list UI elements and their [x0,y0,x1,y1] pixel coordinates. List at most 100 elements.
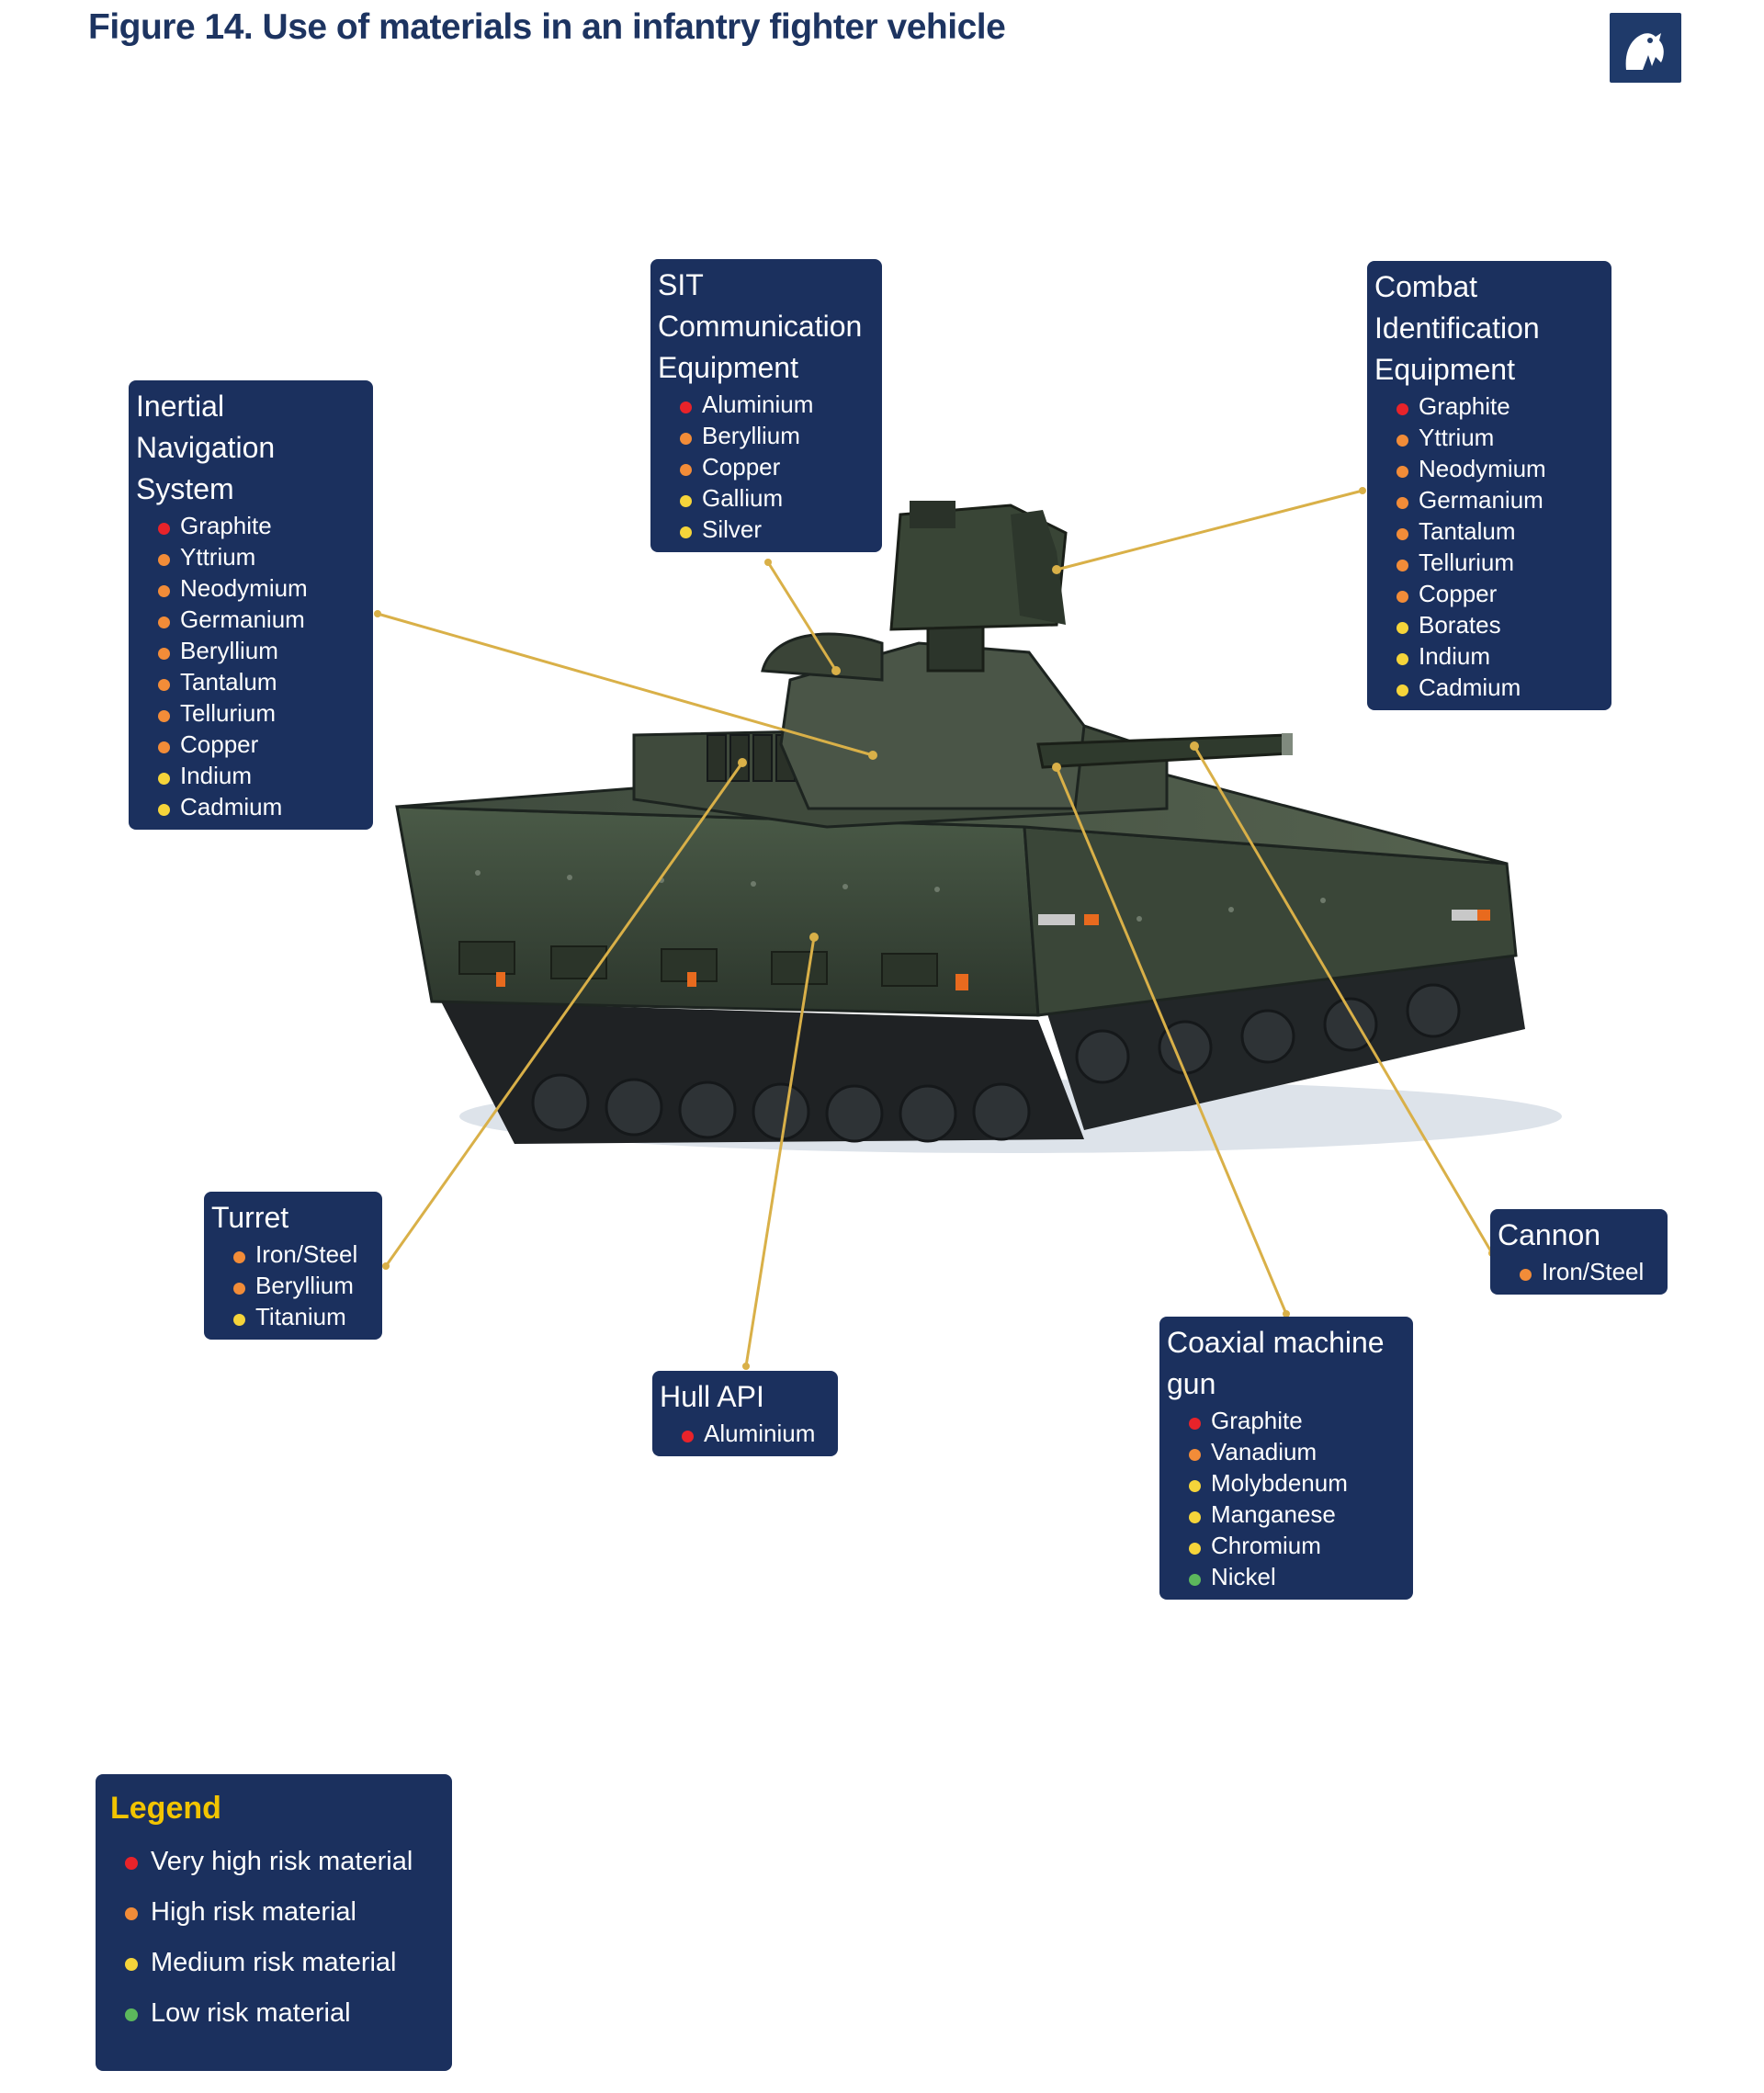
risk-dot-icon [1189,1449,1201,1461]
risk-dot-icon [158,585,170,597]
material-label: Indium [180,762,253,789]
material-item: Yttrium [158,541,368,572]
risk-dot-icon [233,1251,245,1263]
risk-dot-icon [1396,497,1408,509]
material-item: Gallium [680,482,876,514]
material-label: Tellurium [180,699,277,727]
material-label: Borates [1419,611,1501,639]
material-item: Vanadium [1189,1436,1408,1467]
material-label: Cadmium [1419,673,1521,701]
material-item: Indium [158,760,368,791]
combat-identification-equipment-title: Identification [1374,311,1540,345]
material-label: Yttrium [1419,424,1495,451]
legend-dot-icon [125,1907,138,1920]
risk-dot-icon [1396,528,1408,540]
cannon-title: Cannon [1498,1218,1601,1251]
material-item: Germanium [158,604,368,635]
hull-api-title: Hull API [660,1380,764,1413]
risk-dot-icon [680,464,692,476]
material-item: Beryllium [680,420,876,451]
material-label: Graphite [1419,392,1510,420]
material-label: Graphite [180,512,272,539]
coaxial-machine-gun-title: gun [1167,1367,1216,1400]
risk-dot-icon [233,1314,245,1326]
material-label: Germanium [180,605,305,633]
risk-dot-icon [233,1283,245,1295]
material-item: Tellurium [1396,547,1606,578]
material-label: Aluminium [704,1420,816,1447]
material-label: Gallium [702,484,784,512]
risk-dot-icon [1189,1543,1201,1555]
legend-dot-icon [125,1857,138,1870]
material-item: Graphite [1189,1405,1408,1436]
legend-label: Low risk material [151,1998,351,2028]
leader-lines [377,489,1494,1367]
combat-identification-equipment-title: Equipment [1374,353,1515,386]
combat-identification-equipment-title: Combat [1374,270,1478,303]
material-label: Beryllium [180,637,278,664]
material-item: Tantalum [158,666,368,697]
material-item: Titanium [233,1301,377,1332]
material-label: Iron/Steel [255,1240,358,1268]
material-item: Tantalum [1396,515,1606,547]
material-item: Beryllium [158,635,368,666]
material-item: Copper [158,729,368,760]
material-label: Neodymium [180,574,308,602]
risk-dot-icon [1189,1418,1201,1430]
material-item: Tellurium [158,697,368,729]
material-label: Copper [1419,580,1498,607]
material-item: Cadmium [158,791,368,822]
risk-dot-icon [680,526,692,538]
material-item: Silver [680,514,876,545]
legend-dot-icon [125,1958,138,1971]
material-label: Copper [180,730,259,758]
material-item: Manganese [1189,1499,1408,1530]
material-label: Yttrium [180,543,256,571]
risk-dot-icon [158,648,170,660]
material-item: Indium [1396,640,1606,672]
legend-label: Medium risk material [151,1948,397,1977]
risk-dot-icon [1189,1511,1201,1523]
material-label: Silver [702,515,763,543]
risk-dot-icon [158,679,170,691]
risk-dot-icon [680,402,692,413]
sit-communication-equipment-title: SIT [658,268,704,301]
risk-dot-icon [1396,435,1408,447]
risk-dot-icon [1396,622,1408,634]
legend-label: High risk material [151,1897,356,1927]
risk-dot-icon [1396,560,1408,571]
coaxial-machine-gun-title: Coaxial machine [1167,1326,1385,1359]
hull-api-materials: Aluminium [660,1418,832,1449]
material-label: Cadmium [180,793,283,820]
cannon-materials: Iron/Steel [1498,1256,1662,1287]
risk-dot-icon [1520,1269,1532,1281]
material-item: Copper [680,451,876,482]
bird-silhouette-icon [1610,13,1681,83]
risk-dot-icon [1396,403,1408,415]
material-item: Cadmium [1396,672,1606,703]
risk-dot-icon [1189,1480,1201,1492]
legend-item: Very high risk material [125,1837,437,1887]
figure-title: Figure 14. Use of materials in an infant… [88,7,1006,47]
material-label: Titanium [255,1303,346,1330]
material-item: Graphite [1396,390,1606,422]
material-item: Neodymium [1396,453,1606,484]
material-label: Tantalum [180,668,277,696]
sit-communication-equipment-title: Equipment [658,351,798,384]
material-label: Graphite [1211,1407,1303,1434]
material-item: Copper [1396,578,1606,609]
turret-title: Turret [211,1201,289,1234]
